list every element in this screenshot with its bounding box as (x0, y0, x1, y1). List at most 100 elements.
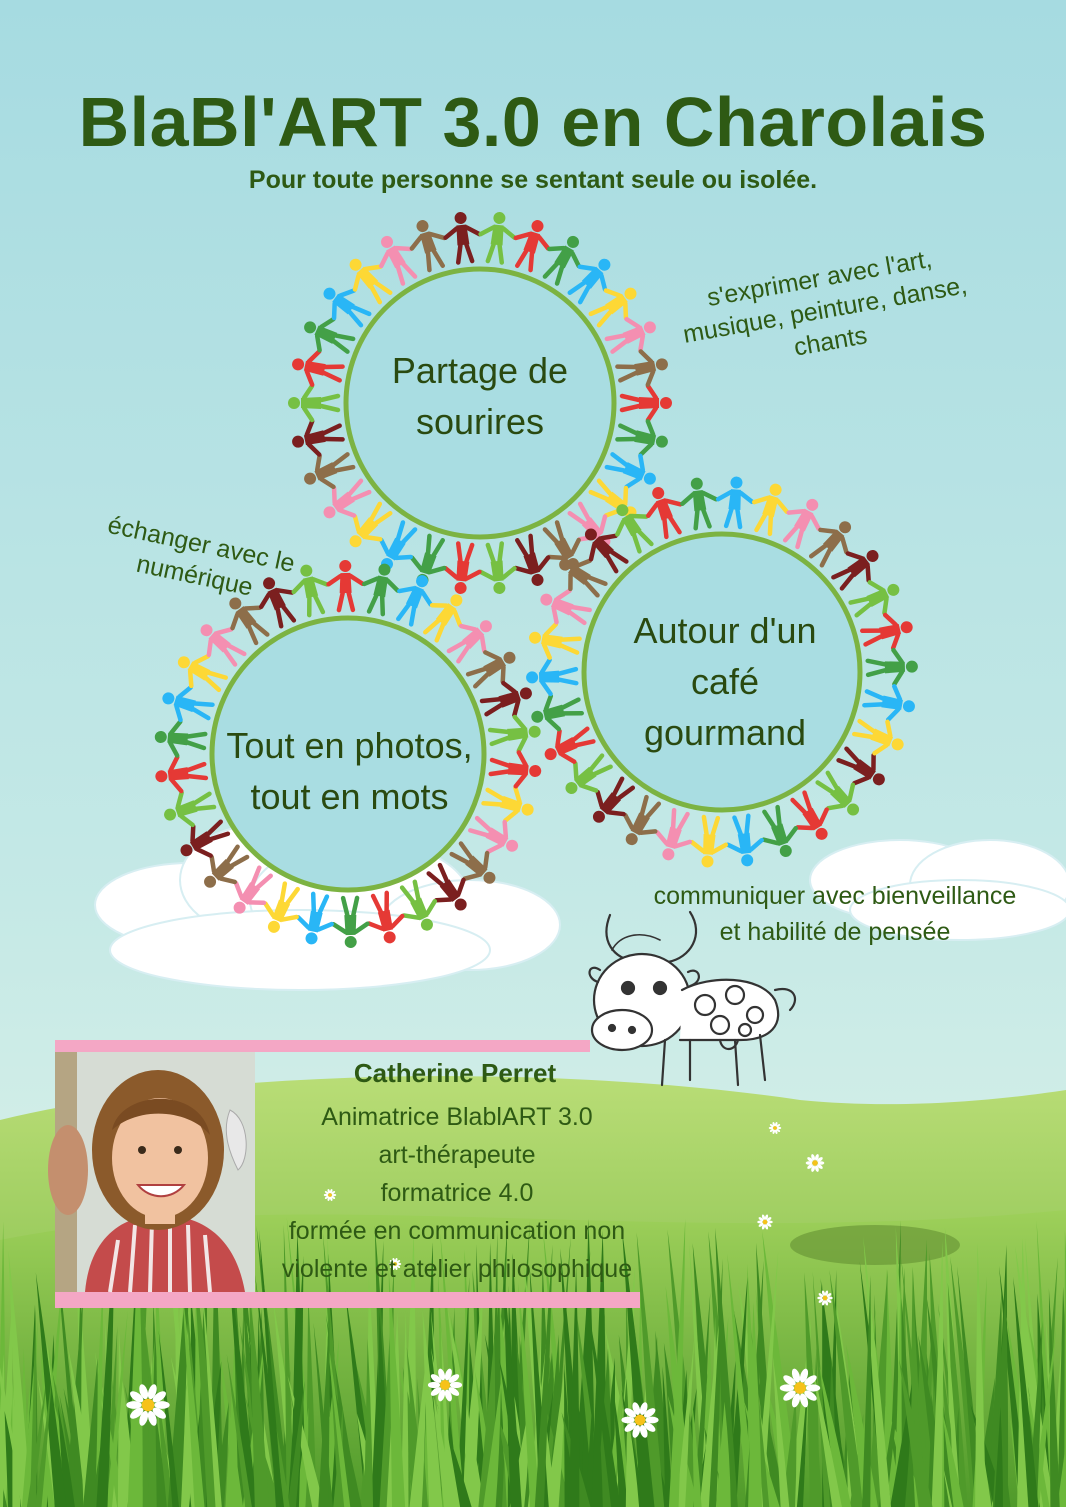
person-figure (229, 597, 270, 646)
grass-foreground (0, 1217, 1066, 1507)
person-figure (366, 890, 405, 944)
ring-circle (209, 615, 487, 893)
ring-circle (343, 266, 617, 540)
bio-stripe-bottom (55, 1292, 640, 1308)
person-figure (446, 620, 492, 664)
person-figure (513, 220, 551, 273)
daisy-flower (621, 1402, 659, 1438)
circle-right-line: café (690, 661, 760, 702)
person-figure (263, 881, 300, 933)
person-figure (423, 594, 463, 643)
person-figure (619, 383, 672, 423)
poster-subtitle: Pour toute personne se sentant seule ou … (248, 166, 818, 194)
daisy-flower (805, 1154, 825, 1172)
person-figure (155, 755, 209, 794)
person-figure (204, 844, 250, 888)
person-figure (488, 750, 542, 789)
person-figure (782, 498, 821, 550)
person-figure (323, 287, 372, 328)
daisy-flower (388, 1258, 402, 1270)
person-figure (323, 478, 372, 519)
people-ring (288, 212, 672, 594)
person-figure (362, 563, 400, 617)
person-figure (396, 575, 433, 627)
people-ring (526, 476, 918, 868)
person-figure (604, 452, 656, 490)
person-figure (623, 794, 662, 846)
portrait-photo (48, 1052, 255, 1293)
person-figure (399, 879, 438, 931)
person-figure (567, 258, 611, 305)
person-figure (526, 657, 579, 697)
note-communicate-line: communiquer avec bienveillance (653, 882, 1017, 910)
person-figure (529, 622, 582, 660)
person-figure (544, 726, 596, 764)
person-figure (291, 564, 330, 618)
circle-right-text: Autour d'un café gourmand (595, 605, 855, 758)
bio-details: Animatrice BlablART 3.0 art-thérapeute f… (252, 1098, 662, 1288)
person-figure (790, 790, 829, 840)
person-figure (478, 541, 517, 594)
person-figure (761, 804, 799, 857)
person-figure (645, 487, 683, 540)
person-figure (449, 841, 496, 884)
circle-left-text: Tout en photos, tout en mots (212, 720, 487, 822)
circle-top-line: sourires (415, 401, 545, 442)
person-figure (808, 521, 852, 568)
person-figure (292, 419, 345, 457)
person-figure (751, 483, 790, 537)
cow-drawing (588, 910, 797, 1087)
person-figure (292, 349, 345, 387)
daisy-flower (323, 1189, 337, 1201)
daisy-flower (817, 1290, 833, 1306)
bio-line: violente et atelier philosophique (281, 1255, 633, 1283)
poster-title: BlaBl'ART 3.0 en Charolais (78, 83, 988, 161)
person-figure (177, 653, 228, 693)
person-figure (331, 895, 370, 948)
person-figure (852, 718, 904, 756)
person-figure (162, 685, 215, 723)
person-figure (443, 541, 482, 594)
daisies (126, 1122, 833, 1438)
person-figure (481, 785, 534, 823)
person-figure (680, 477, 719, 531)
bio-stripe-top (55, 1040, 590, 1052)
person-figure (479, 680, 532, 718)
person-figure (304, 316, 356, 354)
bio-name: Catherine Perret (353, 1058, 557, 1088)
daisy-flower (427, 1368, 463, 1402)
hill-shadow (790, 1225, 960, 1265)
person-figure (288, 383, 341, 423)
person-figure (154, 719, 208, 758)
person-figure (465, 650, 516, 689)
person-figure (592, 776, 636, 823)
daisy-flower (126, 1384, 170, 1426)
cloud-right (809, 839, 1066, 941)
person-figure (654, 807, 693, 861)
person-figure (304, 452, 356, 490)
person-figure (379, 520, 418, 571)
person-figure (468, 815, 519, 855)
people-ring (154, 560, 542, 948)
person-figure (180, 819, 231, 858)
person-figure (540, 588, 592, 626)
person-figure (487, 714, 541, 753)
bio-line: art-thérapeute (378, 1141, 536, 1169)
person-figure (615, 419, 668, 457)
daisy-flower (768, 1122, 782, 1134)
bio-line: formée en communication non (288, 1217, 626, 1245)
daisy-flower (779, 1368, 821, 1408)
person-figure (565, 753, 613, 795)
person-figure (689, 814, 729, 868)
circle-right-line: Autour d'un (633, 610, 817, 651)
circle-left-line: tout en mots (250, 776, 449, 817)
person-figure (513, 533, 551, 586)
daisy-flower (757, 1214, 773, 1230)
person-figure (831, 549, 879, 591)
person-figure (836, 746, 885, 786)
person-figure (862, 684, 915, 722)
circle-top-line: Partage de (391, 350, 569, 391)
circle-right-line: gourmand (643, 712, 807, 753)
note-communicate: communiquer avec bienveillance et habili… (625, 878, 1045, 950)
